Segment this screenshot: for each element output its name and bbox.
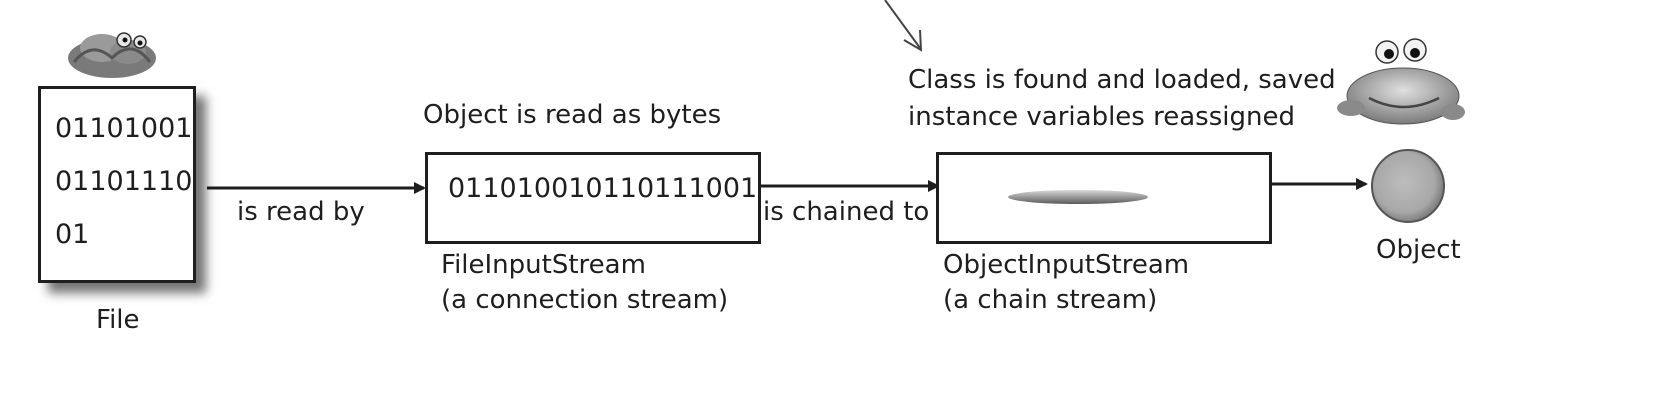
fis-bytes: 011010010110111001 [448,173,758,204]
object-label: Object [1376,235,1461,265]
objectinputstream-box [936,152,1272,244]
fis-desc: (a connection stream) [441,285,729,315]
file-bytes-line-2: 01101110 [55,166,193,197]
arrow-fis-to-ois-label: is chained to [763,197,930,227]
fis-name: FileInputStream [441,250,646,280]
crumpled-object-icon [68,32,156,78]
fis-caption: Object is read as bytes [423,100,722,130]
inflated-object-icon [1337,38,1465,223]
top-caption: Class is found and loaded, saved instanc… [908,62,1336,136]
pointer-arrowhead [903,29,923,52]
pointer-arrow [884,0,921,49]
ois-desc: (a chain stream) [943,285,1158,315]
file-bytes-line-3: 01 [55,219,90,250]
file-bytes-line-1: 01101001 [55,113,193,144]
fileinputstream-box: 011010010110111001 [425,152,761,244]
flattened-object-icon [1008,190,1148,204]
ois-name: ObjectInputStream [943,250,1190,280]
top-caption-line-2: instance variables reassigned [908,102,1295,132]
file-label: File [96,305,140,335]
top-caption-line-1: Class is found and loaded, saved [908,65,1336,95]
arrow-file-to-fis-label: is read by [237,197,365,227]
file-box: 01101001 01101110 01 [38,86,196,283]
